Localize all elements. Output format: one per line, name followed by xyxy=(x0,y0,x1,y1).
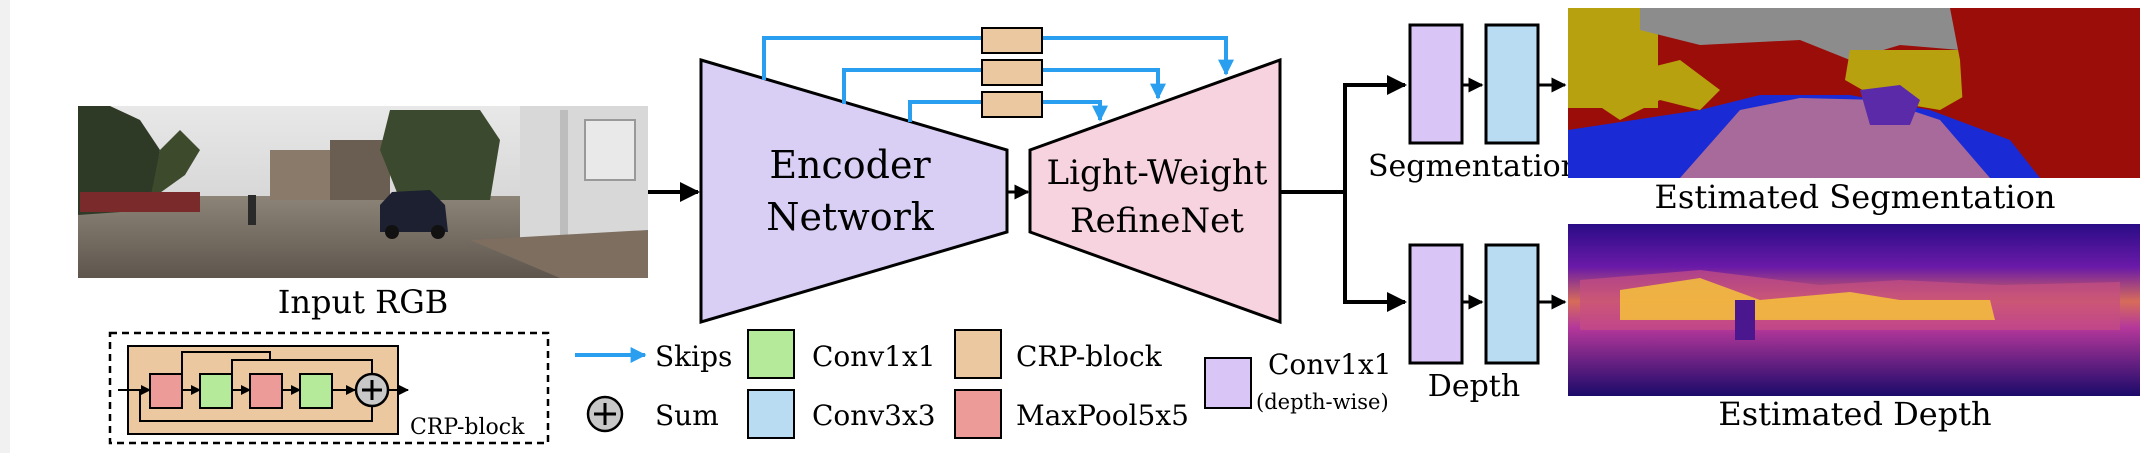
segmentation-label: Segmentation xyxy=(1368,149,1580,184)
seg-conv3x3 xyxy=(1484,23,1540,145)
legend-conv1x1-swatch xyxy=(747,329,795,379)
crp-block-inset xyxy=(108,331,550,445)
encoder-label-line2: Network xyxy=(766,195,935,239)
legend-depthwise-swatch xyxy=(1204,357,1252,409)
estimated-segmentation-label: Estimated Segmentation xyxy=(1655,178,2056,216)
legend-crp-swatch xyxy=(954,329,1002,379)
depth-label: Depth xyxy=(1428,369,1520,404)
depth-conv1x1-depthwise xyxy=(1408,243,1464,365)
inset-maxpool-2 xyxy=(249,373,283,409)
seg-conv1x1-depthwise xyxy=(1408,23,1464,145)
legend-maxpool-swatch xyxy=(954,389,1002,439)
legend-crp-label: CRP-block xyxy=(1016,340,1163,373)
encoder-label-line1: Encoder xyxy=(769,143,931,187)
legend-conv1x1-label: Conv1x1 xyxy=(812,340,936,373)
light-weight-refinenet xyxy=(1028,57,1282,325)
inset-crp-label: CRP-block xyxy=(410,415,525,440)
refinenet-label-line2: RefineNet xyxy=(1070,201,1244,241)
estimated-depth-image xyxy=(1568,224,2140,396)
skip-crp-block-3 xyxy=(981,91,1043,118)
branch-arrows xyxy=(1280,75,1407,312)
legend-conv3x3-label: Conv3x3 xyxy=(812,399,936,432)
legend-sum-label: Sum xyxy=(655,399,719,432)
estimated-depth-label: Estimated Depth xyxy=(1718,395,1991,433)
legend-skips-label: Skips xyxy=(655,340,732,373)
inset-conv1x1-1 xyxy=(199,373,233,409)
inset-conv1x1-2 xyxy=(299,373,333,409)
refinenet-label-line1: Light-Weight xyxy=(1047,153,1268,193)
skip-crp-block-2 xyxy=(981,59,1043,86)
inset-maxpool-1 xyxy=(149,373,183,409)
encoder-network xyxy=(699,57,1009,325)
depth-conv3x3 xyxy=(1484,243,1540,365)
input-rgb-image xyxy=(78,106,648,278)
page-margin xyxy=(0,0,10,453)
legend-maxpool-label: MaxPool5x5 xyxy=(1016,399,1189,432)
legend-depthwise-label: Conv1x1 xyxy=(1268,348,1392,381)
legend: Skips Sum Conv1x1 Conv3x3 CRP-block MaxP… xyxy=(575,329,1392,439)
legend-depthwise-note: (depth-wise) xyxy=(1256,390,1389,414)
estimated-segmentation-image xyxy=(1568,8,2140,178)
legend-conv3x3-swatch xyxy=(747,389,795,439)
skip-crp-block-1 xyxy=(981,27,1043,54)
input-rgb-label: Input RGB xyxy=(278,283,449,321)
